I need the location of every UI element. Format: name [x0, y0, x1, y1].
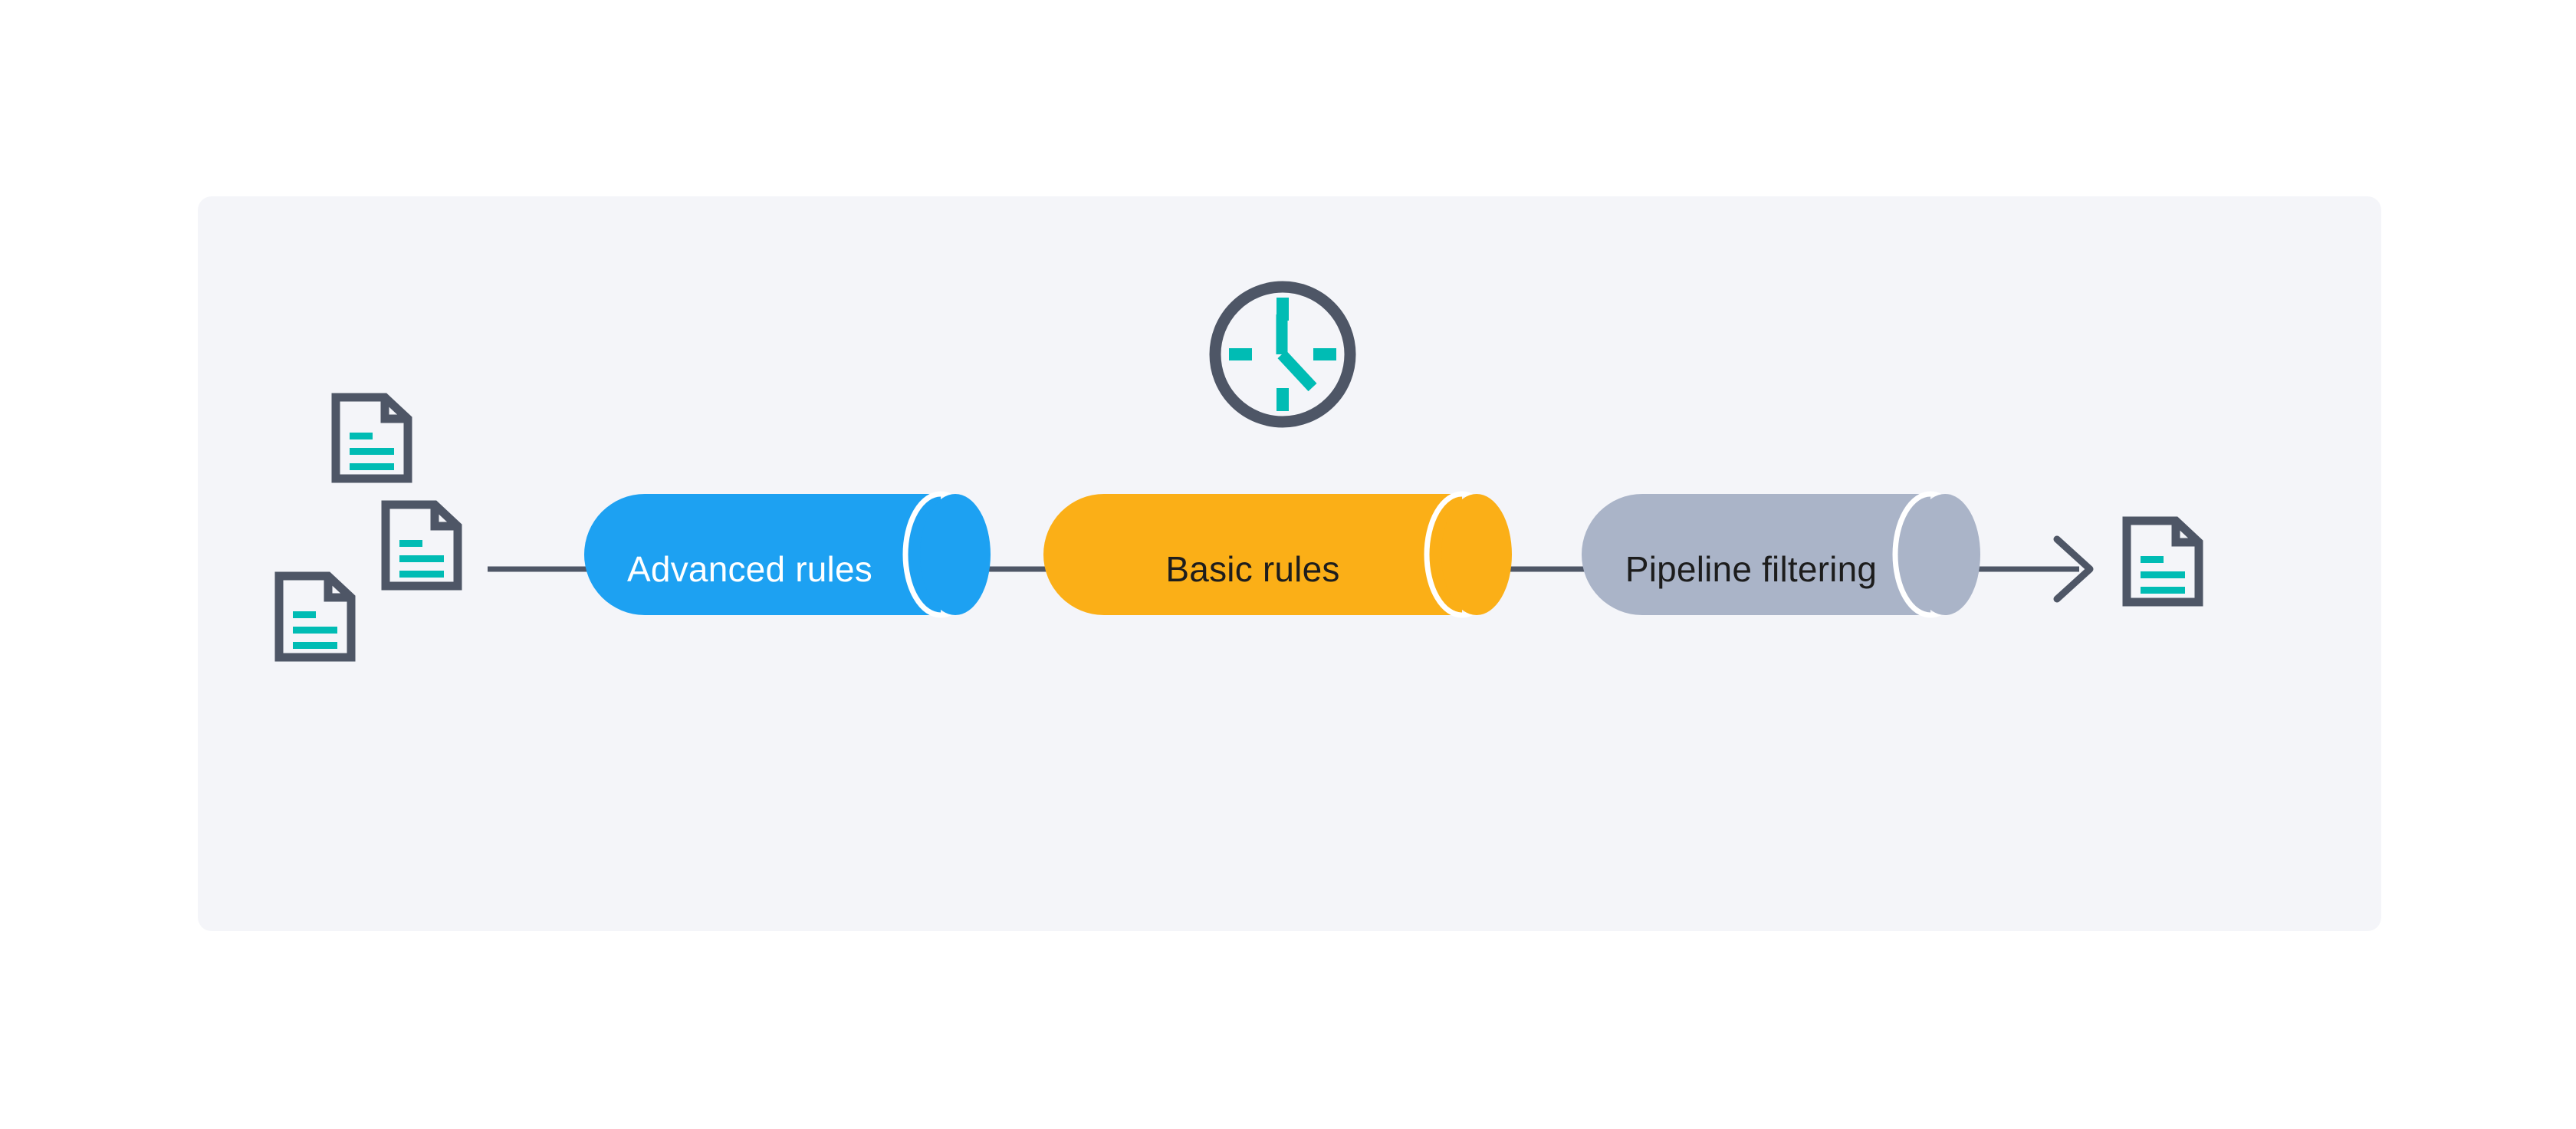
- clock-icon: [1209, 281, 1356, 428]
- stage-advanced-rules[interactable]: Advanced rules: [584, 491, 991, 618]
- stage-pipeline-filtering-body: [1582, 494, 1930, 615]
- stage-basic-rules-body: [1043, 494, 1462, 615]
- arrow-head-icon: [2053, 535, 2094, 603]
- clock-tick-9: [1229, 348, 1252, 360]
- clock-ring: [1209, 281, 1356, 428]
- stage-basic-rules[interactable]: Basic rules: [1043, 491, 1512, 618]
- stage-basic-rules-cap: [1441, 494, 1512, 615]
- stage-pipeline-filtering-label: Pipeline filtering: [1625, 549, 1877, 589]
- stage-basic-rules-label: Basic rules: [1165, 549, 1339, 589]
- clock-tick-3: [1313, 348, 1336, 360]
- stage-advanced-rules-body: [584, 494, 941, 615]
- clock-tick-6: [1276, 388, 1289, 411]
- clock-hour-hand: [1277, 350, 1317, 392]
- stage-advanced-rules-cap: [920, 494, 991, 615]
- stage-advanced-rules-label: Advanced rules: [627, 549, 872, 589]
- stage-pipeline-filtering-cap: [1910, 494, 1980, 615]
- stage-pipeline-filtering[interactable]: Pipeline filtering: [1582, 491, 1980, 618]
